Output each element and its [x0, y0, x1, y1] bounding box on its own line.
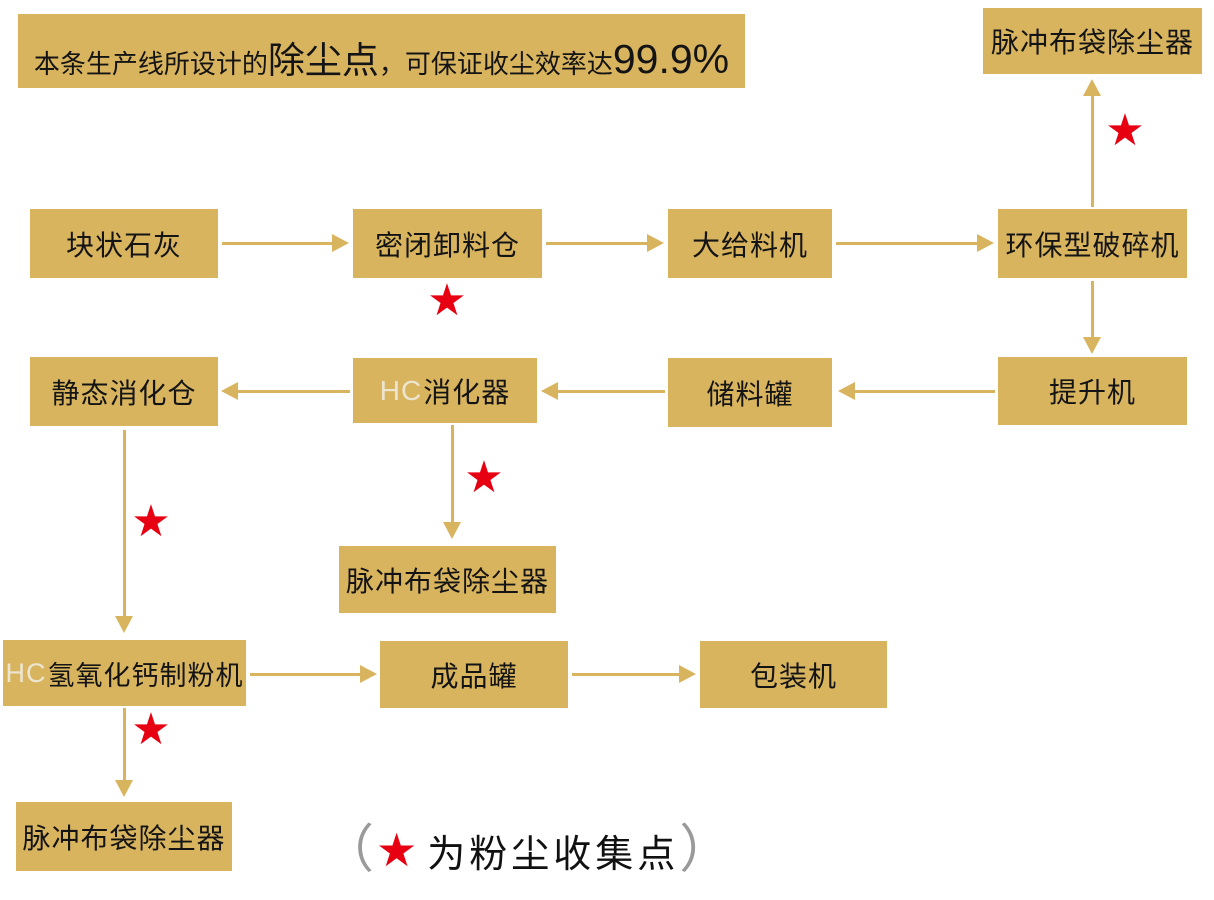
node-dust-collector-mid: 脉冲布袋除尘器 [339, 546, 556, 613]
node-label: 提升机 [1048, 377, 1136, 408]
dust-point-star-icon: ★ [131, 497, 171, 546]
legend-open-paren: （ [322, 821, 375, 879]
legend: （ ★ 为粉尘收集点 ） [322, 812, 731, 888]
arrow-bin-to-feeder-line [546, 242, 647, 245]
arrow-mill-to-collector-head [115, 780, 133, 797]
legend-text: 为粉尘收集点 [427, 833, 680, 876]
node-label: 储料罐 [706, 378, 794, 410]
node-label: 消化器 [423, 376, 511, 408]
banner-text-highlight: 除尘点 [267, 40, 379, 81]
arrow-mill-to-product-line [250, 673, 360, 676]
node-label: 氢氧化钙制粉机 [47, 660, 244, 691]
arrow-digester-to-collector-line [451, 425, 454, 522]
arrow-feeder-to-crusher-line [836, 242, 977, 245]
node-product-tank: 成品罐 [380, 641, 568, 708]
node-label: 成品罐 [430, 660, 518, 692]
node-label: 脉冲布袋除尘器 [345, 565, 549, 597]
node-label: 大给料机 [691, 229, 808, 261]
arrow-feeder-to-crusher-head [977, 234, 994, 252]
arrow-mill-to-collector-line [123, 708, 126, 780]
node-packing-machine: 包装机 [700, 641, 887, 708]
arrow-mill-to-product-head [360, 665, 377, 683]
arrow-product-to-packer-head [679, 665, 696, 683]
arrow-digester-to-silo-line [238, 390, 350, 393]
node-label-prefix: HC [379, 374, 423, 406]
arrow-crusher-to-collector-head [1083, 79, 1101, 96]
dust-point-star-icon: ★ [464, 453, 504, 502]
arrow-digester-to-silo-head [221, 382, 238, 400]
arrow-lime-to-bin-line [222, 242, 332, 245]
node-eco-crusher: 环保型破碎机 [998, 209, 1187, 278]
node-label: 脉冲布袋除尘器 [22, 822, 226, 854]
arrow-digester-to-collector-head [443, 522, 461, 539]
arrow-crusher-to-elevator-head [1083, 337, 1101, 354]
arrow-elevator-to-storage-line [855, 390, 995, 393]
node-hc-calcium-hydroxide-mill: HC 氢氧化钙制粉机 [3, 640, 246, 706]
node-sealed-unloading-bin: 密闭卸料仓 [353, 209, 542, 278]
dust-point-star-icon: ★ [1105, 106, 1145, 155]
arrow-bin-to-feeder-head [647, 234, 664, 252]
arrow-product-to-packer-line [572, 673, 679, 676]
arrow-lime-to-bin-head [332, 234, 349, 252]
arrow-storage-to-digester-head [541, 382, 558, 400]
node-static-digestion-silo: 静态消化仓 [30, 357, 218, 426]
node-label: 密闭卸料仓 [374, 229, 520, 261]
node-label: 脉冲布袋除尘器 [990, 27, 1194, 58]
node-elevator: 提升机 [998, 357, 1187, 425]
legend-star-icon: ★ [376, 824, 418, 876]
banner-text-percentage: 99.9% [612, 36, 730, 82]
node-label: 包装机 [749, 660, 837, 692]
node-storage-tank: 储料罐 [668, 358, 832, 427]
banner-text-prefix: 本条生产线所设计的 [33, 49, 268, 79]
arrow-silo-to-mill-line [123, 430, 126, 616]
node-label: 块状石灰 [65, 229, 182, 261]
arrow-silo-to-mill-head [115, 616, 133, 633]
node-label-prefix: HC [5, 657, 47, 688]
arrow-storage-to-digester-line [558, 390, 665, 393]
node-dust-collector-bottom: 脉冲布袋除尘器 [16, 802, 232, 871]
arrow-crusher-to-collector-line [1091, 96, 1094, 207]
node-label: 静态消化仓 [51, 377, 197, 409]
node-label: 环保型破碎机 [1005, 229, 1180, 261]
dust-point-star-icon: ★ [427, 276, 467, 325]
banner-dust-efficiency: 本条生产线所设计的 除尘点 ，可保证收尘效率达 99.9% [18, 14, 745, 88]
arrow-crusher-to-elevator-line [1091, 281, 1094, 337]
node-big-feeder: 大给料机 [668, 209, 832, 278]
node-hc-digester: HC 消化器 [353, 358, 537, 423]
dust-point-star-icon: ★ [131, 705, 171, 754]
legend-close-paren: ） [679, 821, 732, 879]
banner-text-middle: ，可保证收尘效率达 [378, 49, 613, 79]
node-lump-lime: 块状石灰 [30, 209, 218, 278]
arrow-elevator-to-storage-head [838, 382, 855, 400]
node-dust-collector-top: 脉冲布袋除尘器 [983, 8, 1202, 74]
